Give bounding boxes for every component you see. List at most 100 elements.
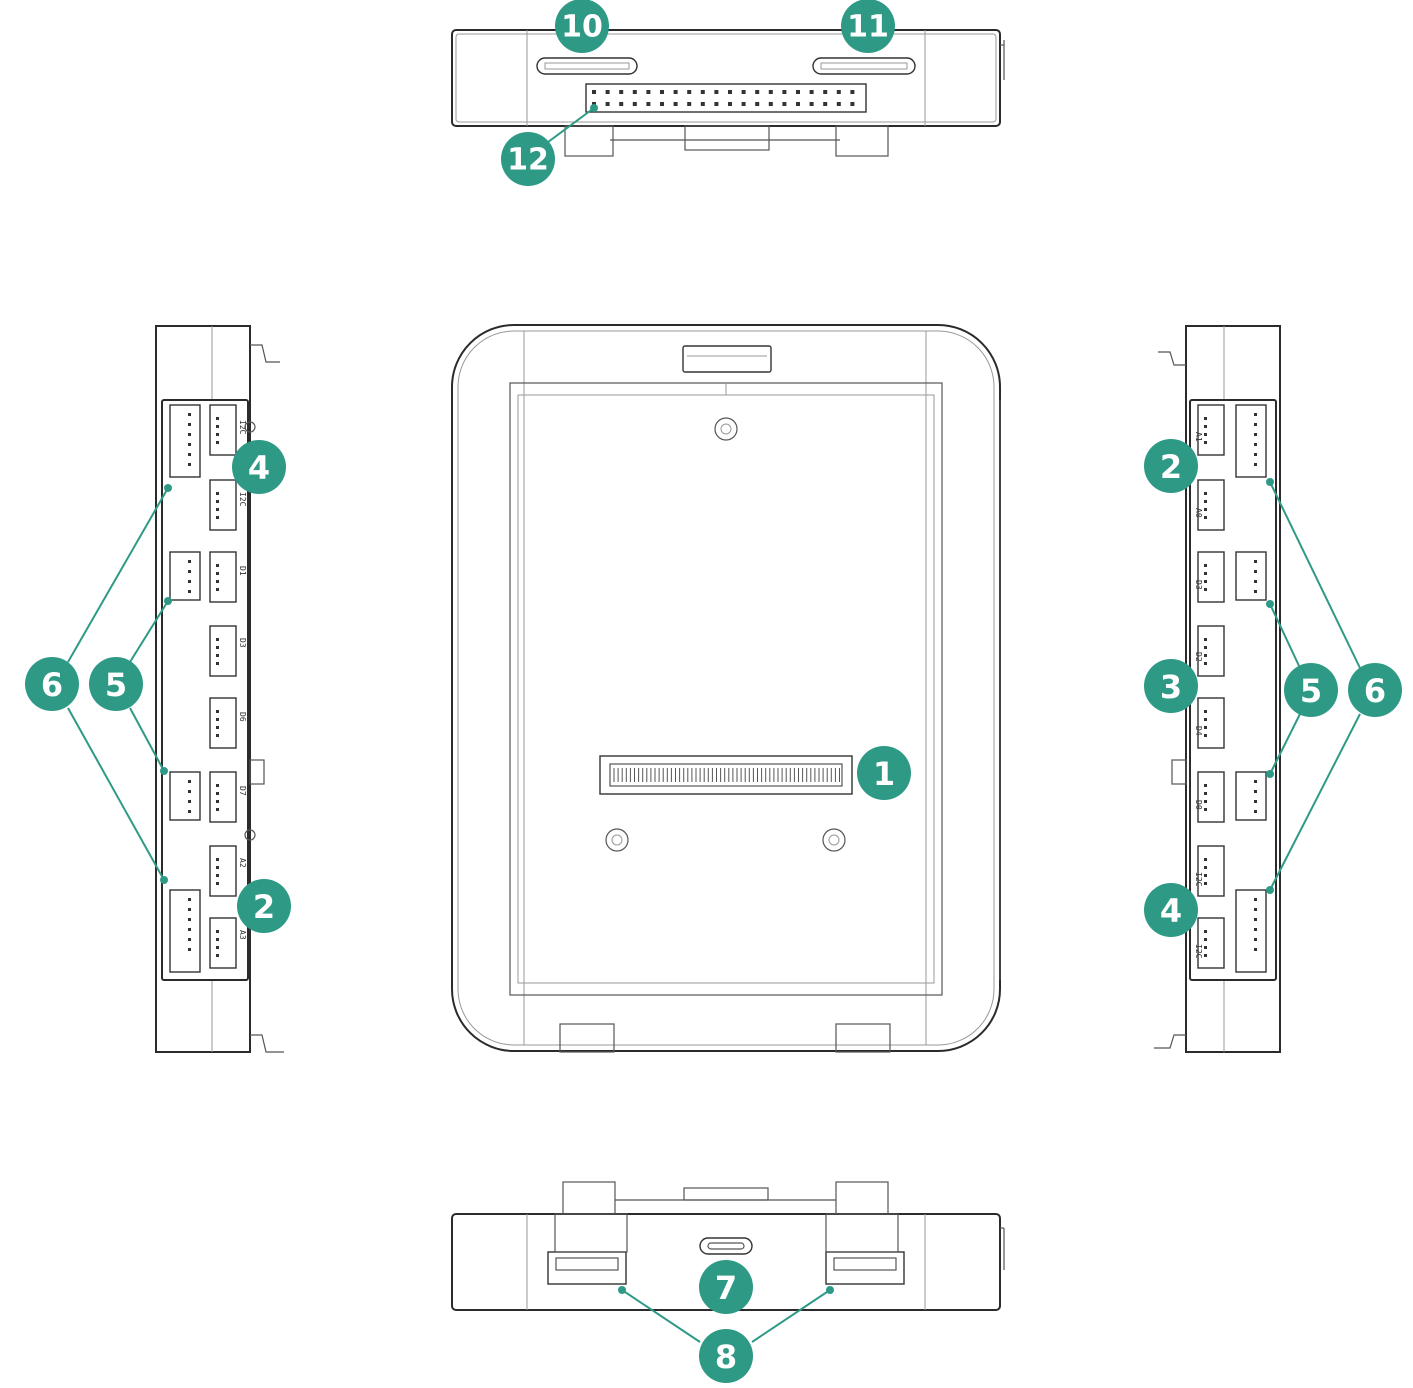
header-pin (660, 102, 664, 106)
port-pin (216, 417, 219, 420)
port-pin (188, 580, 191, 583)
port-pin (1204, 654, 1207, 657)
port-pin (216, 564, 219, 567)
callout-12: 12 (501, 132, 555, 186)
port-pin (1254, 590, 1257, 593)
port-pin (1254, 790, 1257, 793)
port-pin (1204, 441, 1207, 444)
jst-port (169, 771, 201, 821)
header-pin (660, 90, 664, 94)
port-label: D1 (238, 566, 247, 576)
gpio-header (585, 83, 867, 113)
jst-port (209, 404, 237, 456)
port-pin (1204, 662, 1207, 665)
header-pin (619, 90, 624, 94)
port-pin (216, 572, 219, 575)
port-pin (188, 810, 191, 813)
svg-text:1: 1 (873, 755, 895, 793)
port-label: D0 (1194, 800, 1203, 810)
header-pin (700, 102, 705, 106)
port-pin (188, 898, 191, 901)
jst-port (1235, 551, 1267, 601)
port-pin (188, 790, 191, 793)
port-pin (1254, 928, 1257, 931)
header-pin (714, 90, 719, 94)
port-pin (216, 588, 219, 591)
port-pin (1204, 946, 1207, 949)
jst-port (209, 697, 237, 749)
leader-lines (67, 104, 1361, 1343)
port-pin (1204, 564, 1207, 567)
header-pin (755, 90, 760, 94)
port-pin (1204, 930, 1207, 933)
svg-text:2: 2 (1160, 448, 1182, 486)
port-pin (216, 500, 219, 503)
port-pin (216, 580, 219, 583)
port-pin (216, 516, 219, 519)
jst-port (169, 551, 201, 601)
port-pin (1204, 516, 1207, 519)
port-pin (216, 441, 219, 444)
svg-text:6: 6 (41, 666, 63, 704)
port-label: D2 (1194, 652, 1203, 662)
port-pin (1204, 508, 1207, 511)
jst-port (1197, 771, 1225, 823)
port-pin (1204, 866, 1207, 869)
jst-port (169, 404, 201, 478)
svg-text:3: 3 (1160, 668, 1182, 706)
port-pin (188, 433, 191, 436)
port-pin (216, 808, 219, 811)
port-pin (188, 928, 191, 931)
header-pin (809, 102, 814, 106)
header-pin (605, 90, 610, 94)
port-pin (1254, 413, 1257, 416)
port-pin (188, 443, 191, 446)
header-pin (755, 102, 760, 106)
port-pin (1254, 560, 1257, 563)
port-pin (1204, 718, 1207, 721)
board-connector (599, 755, 853, 795)
port-pin (188, 800, 191, 803)
port-label: A0 (1194, 508, 1203, 518)
port-pin (1204, 938, 1207, 941)
header-pin (850, 90, 855, 94)
port-pin (1204, 734, 1207, 737)
header-pin (687, 102, 692, 106)
port-pin (216, 710, 219, 713)
port-label: I2C (238, 420, 247, 435)
port-pin (216, 734, 219, 737)
header-pin (796, 90, 800, 94)
port-pin (188, 570, 191, 573)
svg-text:8: 8 (715, 1338, 737, 1376)
callout-4-right: 4 (1144, 883, 1198, 937)
header-pin (632, 102, 637, 106)
header-pin (741, 90, 746, 94)
port-pin (216, 792, 219, 795)
svg-text:7: 7 (715, 1269, 737, 1307)
usb-a-port-left (547, 1251, 627, 1285)
jst-port (1235, 404, 1267, 478)
port-pin (216, 800, 219, 803)
port-pin (216, 946, 219, 949)
port-pin (1204, 580, 1207, 583)
port-pin (1204, 492, 1207, 495)
jst-port (1197, 479, 1225, 531)
port-pin (216, 654, 219, 657)
header-pin (782, 102, 787, 106)
callout-2-right: 2 (1144, 439, 1198, 493)
port-pin (216, 726, 219, 729)
port-pin (1204, 433, 1207, 436)
port-pin (216, 662, 219, 665)
jst-port (209, 479, 237, 531)
jst-port (209, 551, 237, 603)
port-pin (1254, 810, 1257, 813)
port-pin (1254, 443, 1257, 446)
port-pin (1204, 417, 1207, 420)
jst-port (1197, 404, 1225, 456)
port-label: D3 (1194, 580, 1203, 590)
header-pin (836, 90, 841, 94)
port-pin (1204, 800, 1207, 803)
jst-port (169, 889, 201, 973)
port-pin (1204, 638, 1207, 641)
port-pin (216, 784, 219, 787)
